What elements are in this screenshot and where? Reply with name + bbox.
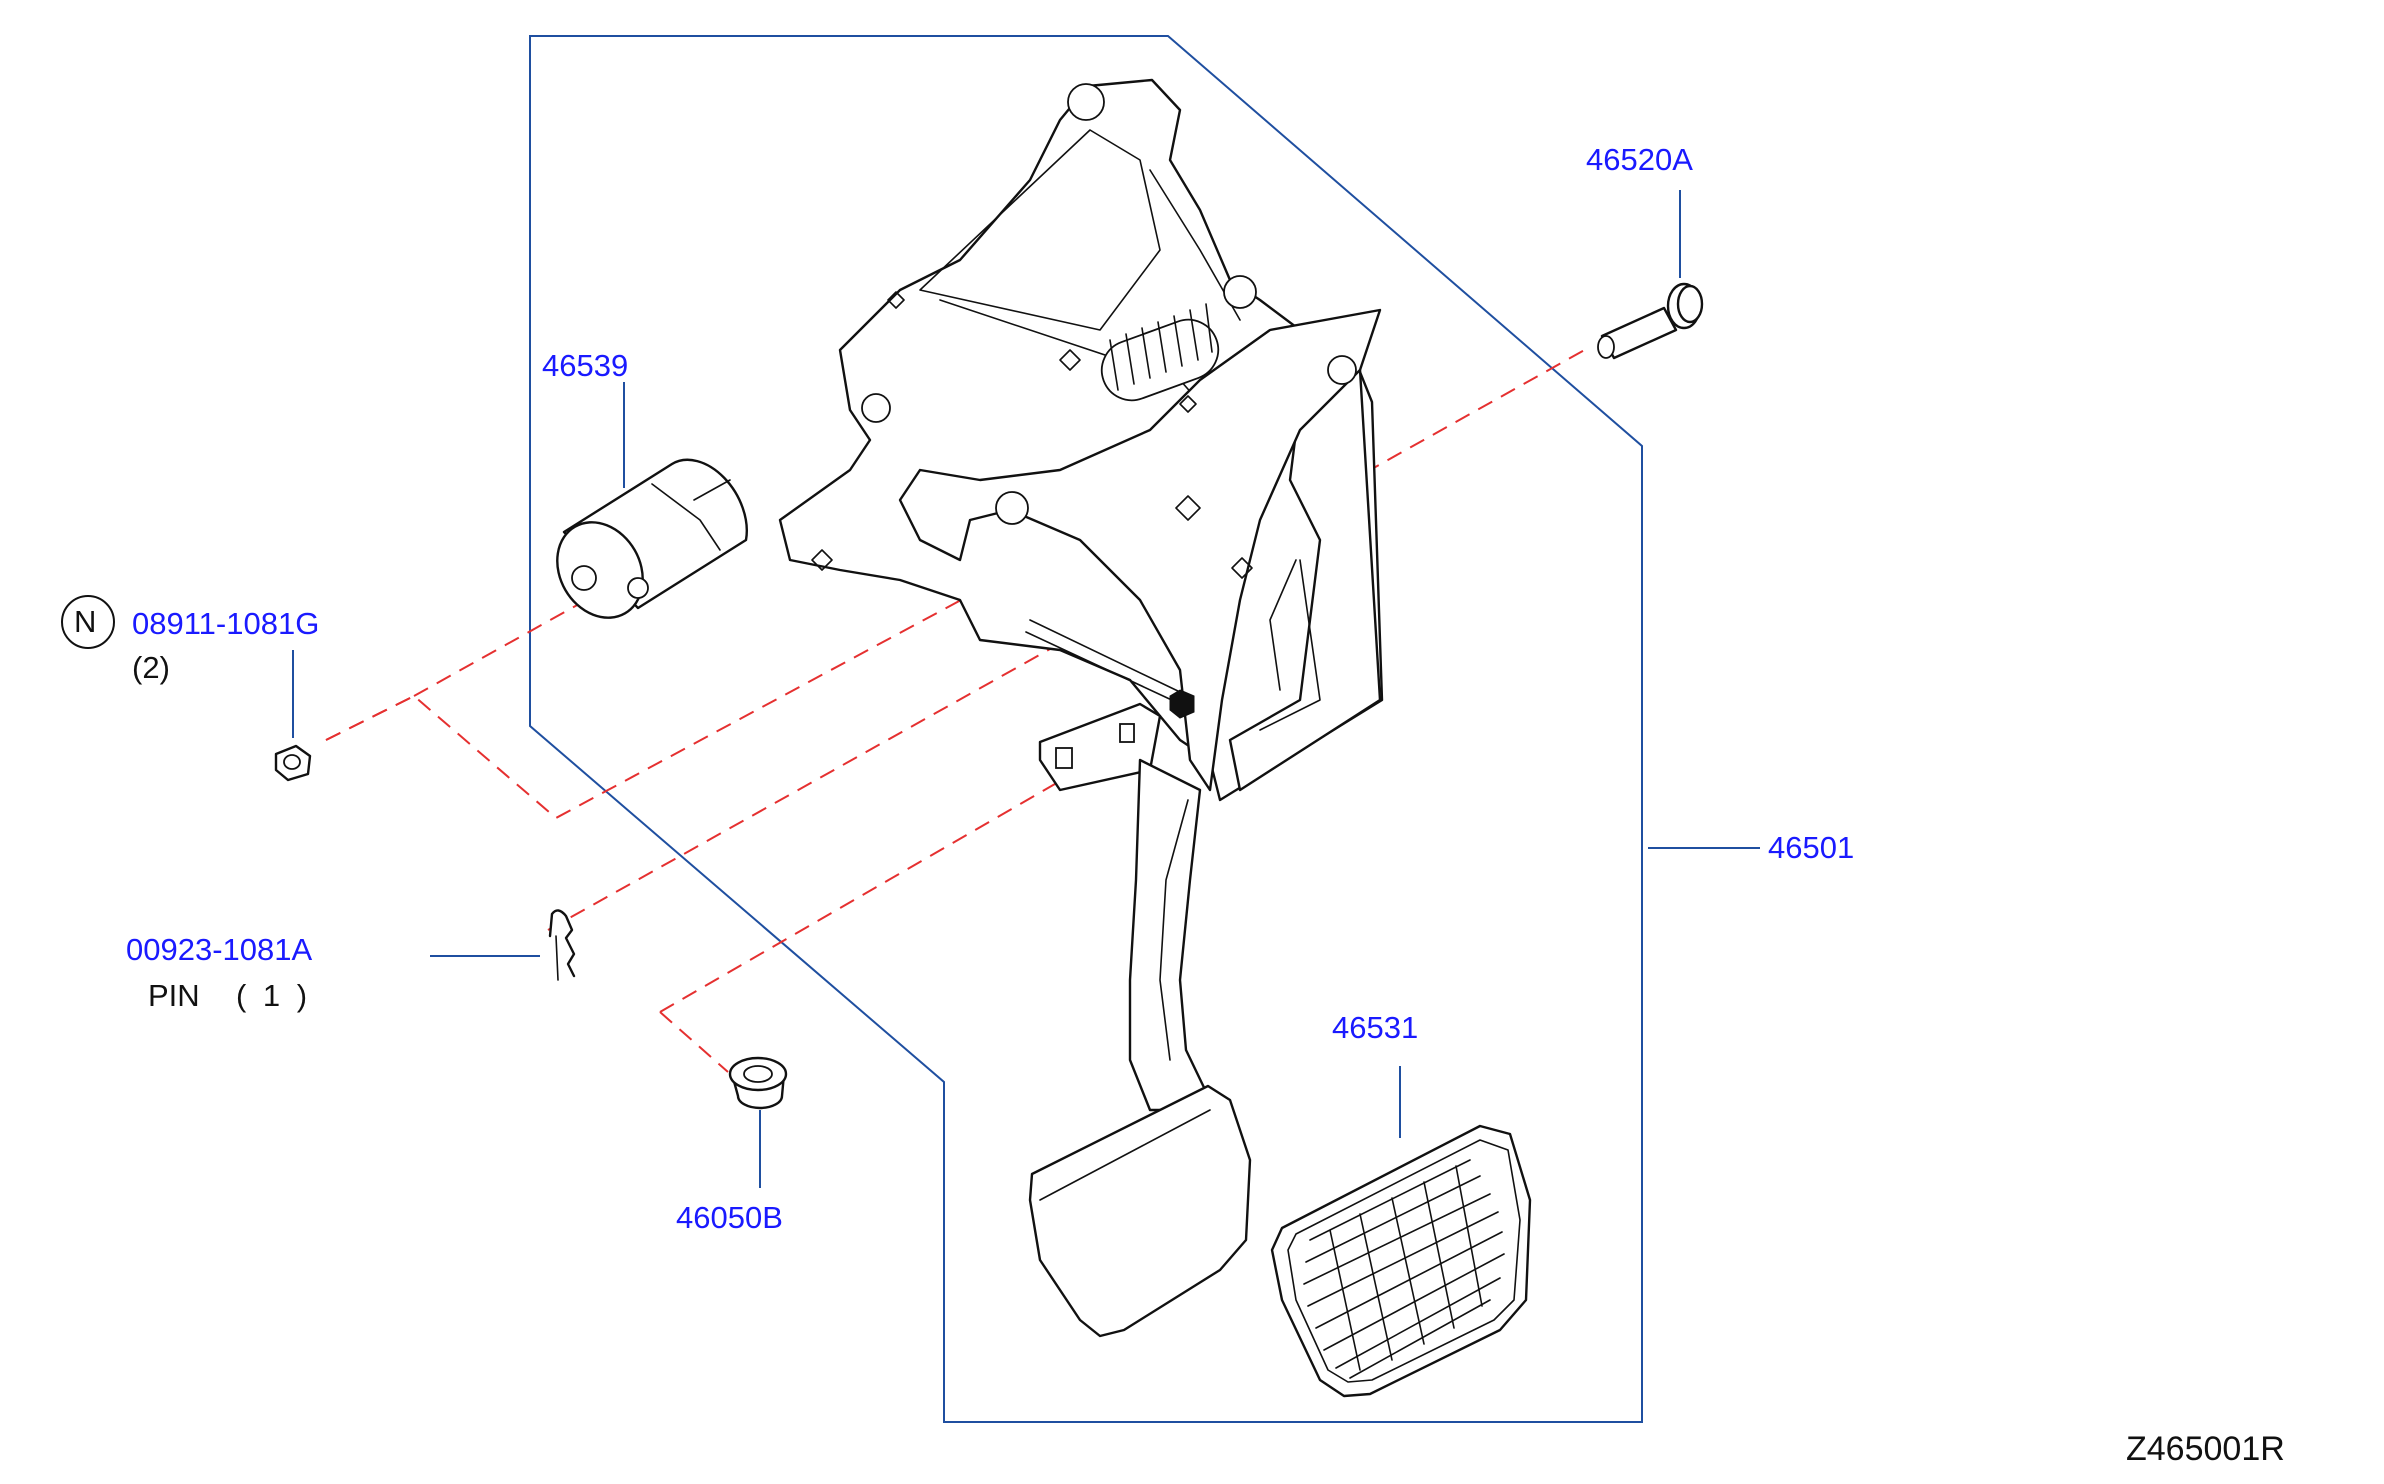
callout-08911-1081G: 08911-1081G	[132, 606, 320, 641]
callout-46501: 46501	[1768, 830, 1855, 865]
collar-bushing	[728, 1056, 788, 1110]
callout-46520A: 46520A	[1586, 142, 1693, 177]
return-spring	[1100, 303, 1220, 402]
callout-46539: 46539	[542, 348, 629, 383]
callout-46531: 46531	[1332, 1010, 1419, 1045]
callout-00923-1081A: 00923-1081A	[126, 932, 313, 967]
callout-46050B: 46050B	[676, 1200, 783, 1235]
pedal-bracket-assembly	[778, 78, 1384, 1112]
bushing-part	[556, 458, 748, 619]
pedal-pad-cover	[1270, 1124, 1532, 1398]
retaining-pin	[548, 909, 576, 981]
leader-lines	[292, 190, 1760, 1188]
n-marker-label: N	[74, 604, 97, 639]
pin-label: PIN	[148, 978, 200, 1013]
pedal-pad	[1028, 1084, 1252, 1338]
assembly-outline	[529, 35, 1643, 1423]
pin-quantity: ( 1 )	[236, 978, 308, 1013]
clevis-bolt	[1597, 282, 1704, 360]
new-part-marker	[61, 595, 115, 649]
quantity-08911: (2)	[132, 650, 170, 685]
flange-nut	[274, 744, 312, 782]
diagram-id: Z465001R	[2126, 1430, 2285, 1468]
